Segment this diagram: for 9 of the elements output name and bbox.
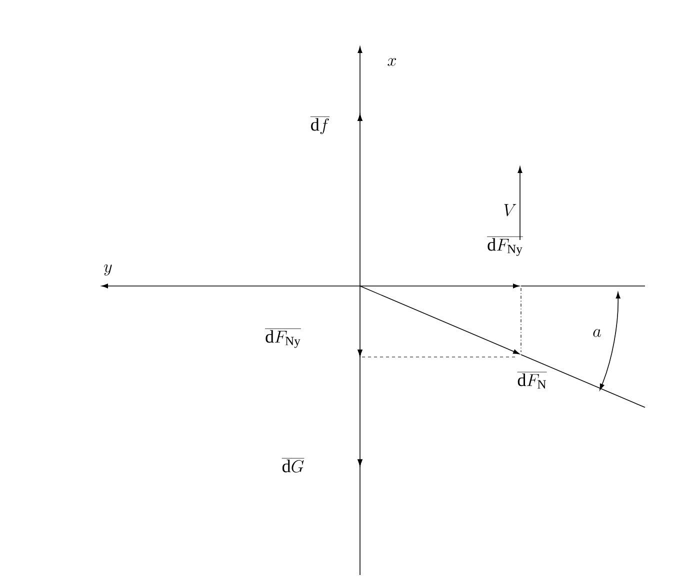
force-label: $\overline{\mathrm{d}f}$ [310, 116, 330, 134]
force-label: $\overline{\mathrm{d}F_{\mathrm{Ny}}}$ [265, 328, 301, 348]
force-label: $\overline{\mathrm{d}G}$ [282, 458, 304, 473]
force-label: $\overline{\mathrm{d}F_{\mathrm{Ny}}}$ [487, 236, 523, 256]
angle-label: $a$ [593, 329, 601, 337]
axis-label: $x$ [388, 58, 396, 66]
force-label: $\overline{\mathrm{d}F_{\mathrm{N}}}$ [517, 372, 547, 389]
axis-label: $y$ [104, 264, 112, 276]
velocity-label: $V$ [504, 204, 516, 216]
